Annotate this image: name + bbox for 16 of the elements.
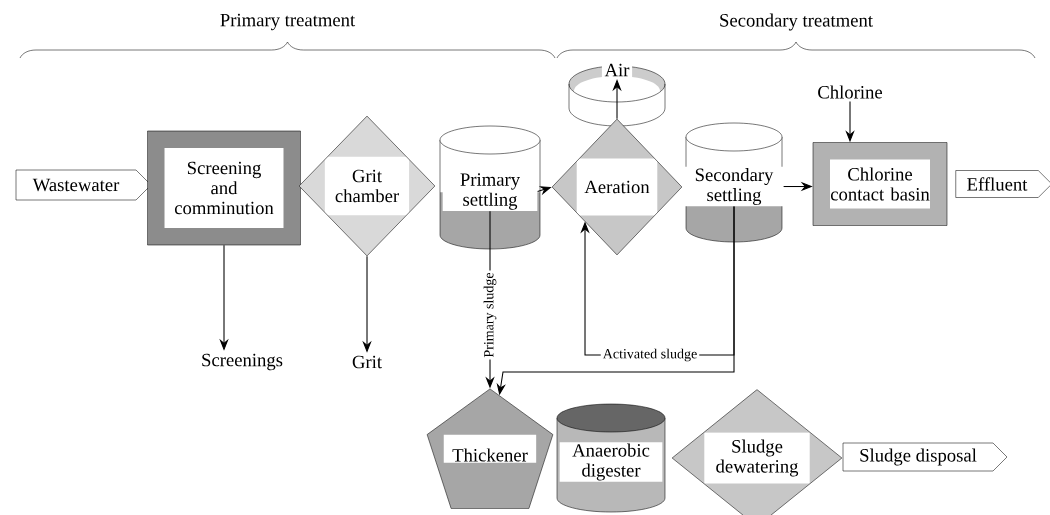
section-label: Secondary treatment — [720, 13, 873, 31]
input-label: Chlorine — [818, 85, 882, 99]
air-ring: Air — [568, 61, 666, 127]
thickener-pentagon: Thickener — [426, 388, 554, 509]
output-label: Grit — [352, 355, 382, 369]
screening-box: Screening and comminution — [147, 130, 301, 246]
edge-label: Primary sludge — [481, 270, 499, 360]
settling-tank: Secondary settling — [684, 122, 784, 243]
edge-label: Activated sludge — [600, 346, 700, 364]
contact-basin-box: Chlorine contact basin — [812, 142, 948, 226]
section-label: Primary treatment — [220, 13, 356, 31]
node-label: Primary — [460, 173, 521, 190]
output-label: Screenings — [202, 353, 283, 371]
digester-tank: Anaerobic digester — [556, 403, 666, 513]
node-label: Secondary — [695, 168, 774, 185]
settling-tank: Primary settling — [439, 125, 541, 250]
